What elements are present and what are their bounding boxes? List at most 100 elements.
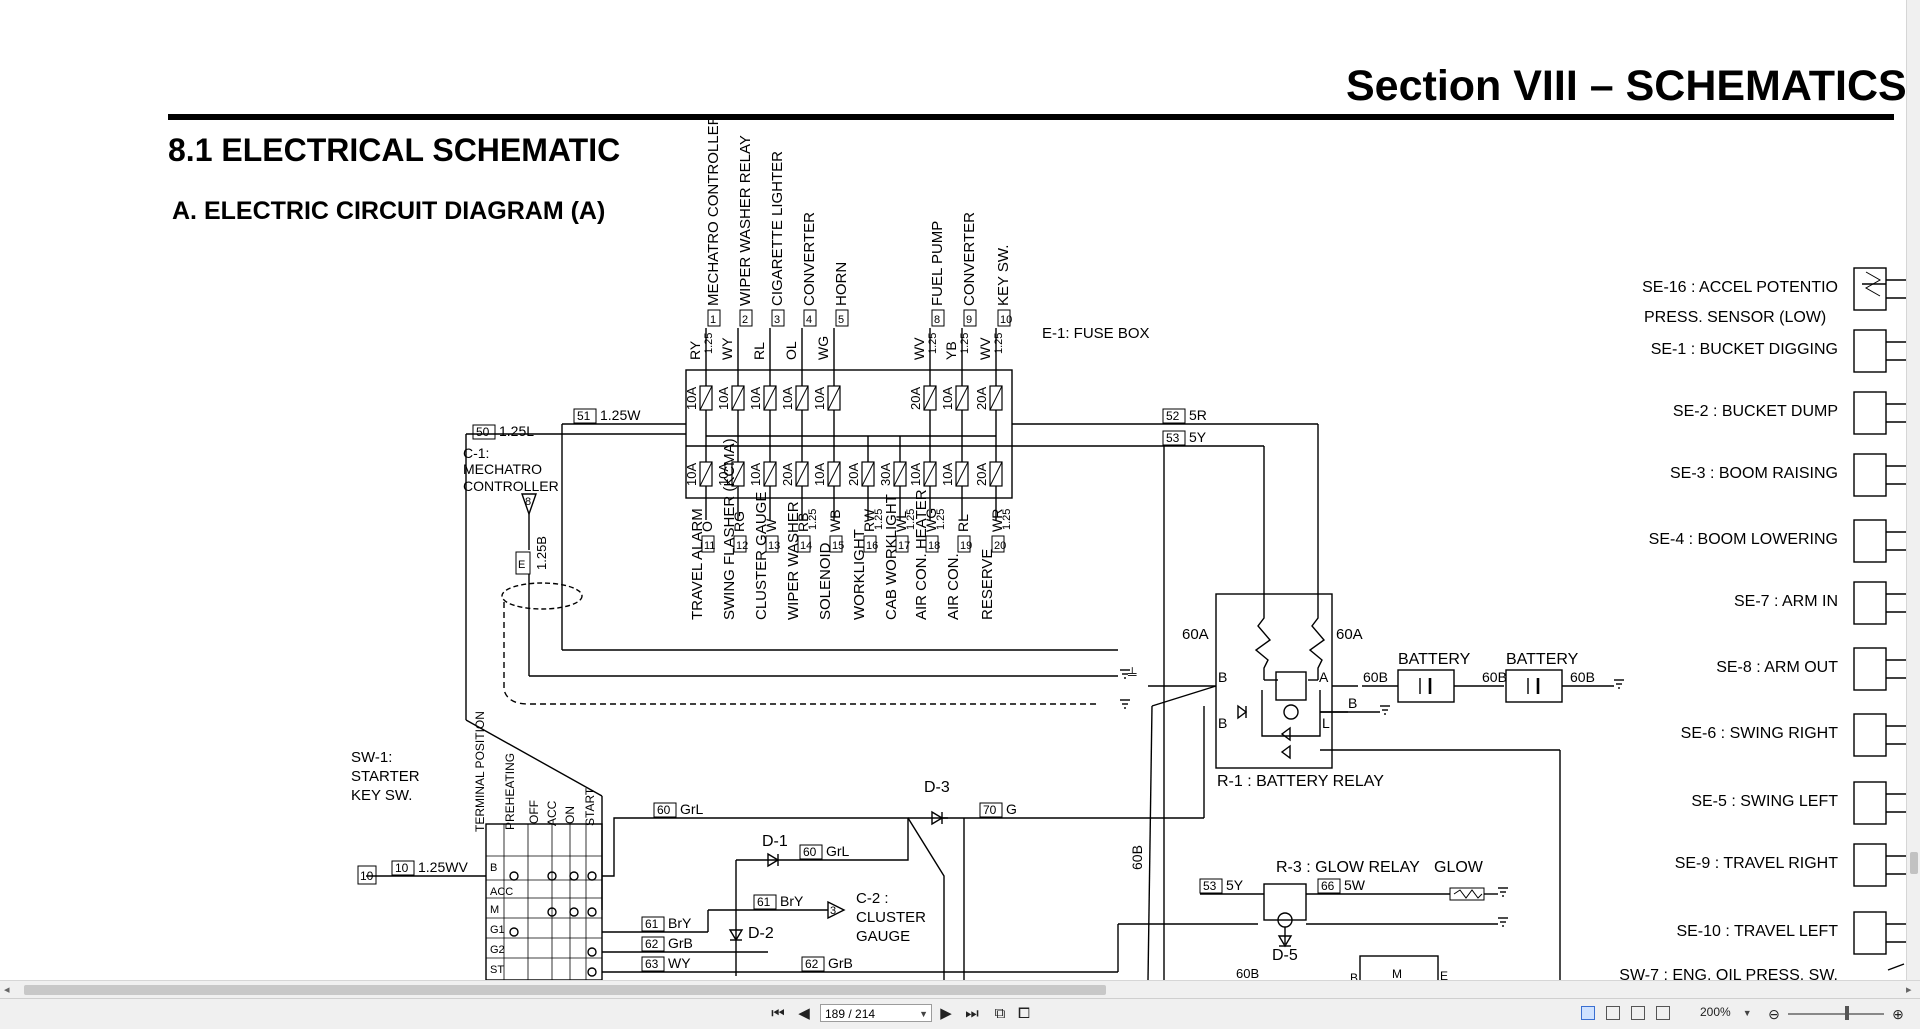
wire-number-box [1317, 878, 1341, 894]
continuous-facing-view-icon[interactable] [1656, 1006, 1670, 1020]
sensor-label: SE-4 : BOOM LOWERING [1649, 531, 1838, 548]
key-switch-label-1: SW-1: [351, 749, 392, 766]
sensor-label: SE-8 : ARM OUT [1716, 659, 1838, 676]
ground-box [515, 551, 531, 575]
vertical-scroll-thumb[interactable] [1910, 852, 1918, 874]
fit-page-icon[interactable]: ⧉ [994, 1005, 1006, 1022]
wire-color-label: W [763, 518, 779, 532]
fit-width-icon[interactable]: ⧠ [1017, 1005, 1030, 1022]
wire-segment [699, 461, 713, 487]
document-viewport[interactable]: Section VIII – SCHEMATICS 8.1 ELECTRICAL… [0, 0, 1920, 980]
wire-segment [795, 461, 809, 487]
key-switch-header: OFF [527, 800, 541, 824]
key-switch-header: PREHEATING [503, 753, 517, 830]
battery-1-label: BATTERY [1398, 651, 1471, 668]
scroll-left-icon[interactable]: ◂ [4, 984, 10, 996]
fuse-circuit-label: AIR CON. HEATER [913, 489, 930, 620]
scroll-right-icon[interactable]: ▸ [1906, 984, 1912, 996]
diode-d2-icon [728, 929, 744, 942]
horizontal-scrollbar[interactable]: ◂ ▸ [0, 980, 1920, 999]
wire-segment [923, 385, 937, 411]
wire-segment [731, 385, 745, 411]
zoom-slider[interactable] [1788, 1013, 1884, 1015]
wire-10-spec: 1.25WV [418, 859, 468, 875]
zoom-slider-handle[interactable] [1845, 1006, 1849, 1020]
cluster-gauge-connector [827, 900, 846, 920]
wire-53-b-spec: 5Y [1226, 877, 1244, 893]
wire-segment [731, 461, 745, 487]
sensor-label: SE-2 : BUCKET DUMP [1673, 403, 1838, 420]
fuse-number-box [803, 309, 817, 327]
fuse-number-box [997, 309, 1011, 327]
wire-62-spec: GrB [668, 935, 693, 951]
zoom-out-icon[interactable]: ⊖ [1768, 1006, 1780, 1022]
wire-color-label: RW [861, 508, 877, 532]
key-switch-row-label: ST [490, 964, 504, 976]
wire-color-label: WG [815, 336, 831, 360]
fuse-number: 14 [800, 540, 812, 552]
fuse-number-box [835, 309, 849, 327]
page-number-input[interactable]: 189 / 214 ▼ [820, 1004, 932, 1022]
horizontal-scroll-thumb[interactable] [24, 985, 1106, 995]
fuse-amp-label: 10A [908, 463, 923, 486]
wire-color-label: WB [827, 509, 843, 532]
battery-cable-60b-1: 60B [1363, 669, 1388, 685]
next-page-icon[interactable]: ▶ [940, 1005, 952, 1022]
last-page-icon[interactable]: ⏭ [965, 1005, 979, 1022]
sensor-box [1853, 781, 1887, 825]
fuse-number-box [707, 309, 721, 327]
first-page-icon[interactable]: ⏮ [771, 1005, 785, 1022]
fuse-circuit-label: WIPER WASHER [785, 501, 802, 620]
page-heading: 8.1 ELECTRICAL SCHEMATIC [168, 132, 621, 168]
wire-number-box [391, 860, 415, 876]
sensor-label: SE-16 : ACCEL POTENTIO [1642, 279, 1838, 296]
fuse-amp-label: 10A [716, 463, 731, 486]
zoom-dropdown-icon[interactable]: ▼ [1742, 1008, 1752, 1018]
wire-path [1308, 610, 1326, 680]
fuse-number-box [925, 535, 939, 553]
sensor-label: SE-5 : SWING LEFT [1691, 793, 1838, 810]
cluster-gauge-label-2: CLUSTER [856, 909, 926, 926]
diode-d3-icon [931, 810, 944, 826]
fuse-number: 20 [994, 540, 1006, 552]
fuse-amp-label: 10A [812, 463, 827, 486]
prev-page-icon[interactable]: ◀ [798, 1005, 810, 1022]
relay-terminal-a: A [1319, 669, 1329, 685]
diode-icon [1280, 744, 1291, 760]
zoom-in-icon[interactable]: ⊕ [1892, 1006, 1904, 1022]
wire-color-label: WY [719, 337, 735, 360]
bottom-toolbar: ⏮ ◀ 189 / 214 ▼ ▶ ⏭ ⧉ ⧠ 200%▼ ⊖ ⊕ [0, 998, 1920, 1029]
vertical-scrollbar[interactable] [1906, 0, 1920, 980]
facing-view-icon[interactable] [1631, 1006, 1645, 1020]
key-switch-row-label: G2 [490, 944, 505, 956]
glow-relay-label: R-3 : GLOW RELAY [1276, 859, 1420, 876]
fuse-number: 8 [934, 314, 940, 326]
wire-50-number: 50 [476, 425, 490, 439]
battery-1-icon [1397, 669, 1455, 703]
relay-coil-circle [1283, 704, 1299, 720]
wire-color-label: RL [751, 342, 767, 360]
fuse-number-box [701, 535, 715, 553]
key-switch-contact [587, 907, 597, 917]
key-switch-label-3: KEY SW. [351, 787, 412, 804]
single-page-view-icon[interactable] [1581, 1006, 1595, 1020]
ground-mark: ╧ [1127, 667, 1137, 681]
page-dropdown-icon[interactable]: ▼ [919, 1009, 928, 1019]
key-switch-contact [587, 947, 597, 957]
fuse-number: 17 [898, 540, 910, 552]
sensor-label: SE-1 : BUCKET DIGGING [1651, 341, 1838, 358]
wire-color-label: WG [923, 508, 939, 532]
wire-size-label: 1.25 [959, 333, 971, 354]
zoom-level[interactable]: 200%▼ [1700, 1005, 1760, 1019]
key-switch-header: START [583, 787, 597, 826]
fuse-circuit-label: WORKLIGHT [851, 529, 868, 620]
sensor-box [1853, 329, 1887, 373]
fuse-circuit-label: SOLENOID [817, 542, 834, 620]
wire-segment [827, 461, 841, 487]
continuous-view-icon[interactable] [1606, 1006, 1620, 1020]
sensor-box [1853, 391, 1887, 435]
wire-size-label: 1.25 [927, 333, 939, 354]
wire-path [1254, 610, 1272, 680]
fuse-amp-label: 10A [812, 387, 827, 410]
wire-path [736, 818, 909, 861]
